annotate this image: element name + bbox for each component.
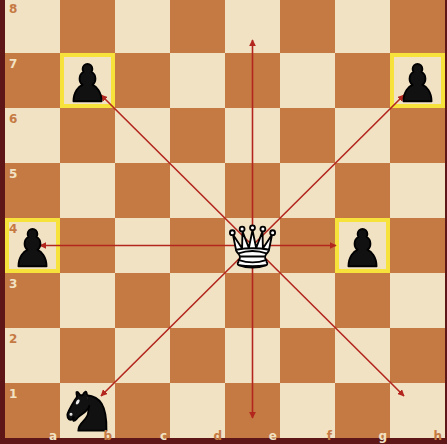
board-square (335, 218, 390, 273)
board-square (5, 0, 60, 53)
queen-detail (238, 251, 266, 267)
board-square (335, 273, 390, 328)
crown-ball (230, 230, 235, 235)
move-arrow (252, 40, 254, 246)
file-label: g (378, 430, 387, 442)
rank-label: 5 (9, 168, 17, 180)
board-square (335, 53, 390, 108)
piece-outline (403, 64, 431, 101)
board-square (170, 108, 225, 163)
move-arrow (40, 245, 253, 247)
white-queen (230, 225, 275, 267)
board-square (115, 53, 170, 108)
board-square (5, 273, 60, 328)
knight-detail (70, 414, 71, 415)
board-square (280, 328, 335, 383)
board-square (280, 108, 335, 163)
rank-label: 8 (9, 3, 17, 15)
board-square (390, 328, 445, 383)
board-square (170, 0, 225, 53)
board-square (60, 163, 115, 218)
board-square (5, 108, 60, 163)
board-square (280, 0, 335, 53)
crown-ball (270, 230, 275, 235)
board-square (170, 328, 225, 383)
board-square (60, 0, 115, 53)
rank-label: 6 (9, 113, 17, 125)
board-square (60, 108, 115, 163)
board-square (280, 53, 335, 108)
file-label: e (269, 430, 277, 442)
file-label: d (213, 430, 222, 442)
piece-outline (67, 392, 89, 421)
board-square (390, 108, 445, 163)
board-square (60, 328, 115, 383)
board-square (335, 163, 390, 218)
rank-label: 7 (9, 58, 17, 70)
board-square (60, 273, 115, 328)
board-square (115, 273, 170, 328)
board-square (390, 0, 445, 53)
rank-label: 1 (9, 388, 17, 400)
file-label: a (49, 430, 57, 442)
move-arrow (253, 246, 405, 397)
move-arrow (252, 246, 254, 419)
file-label: c (160, 430, 167, 442)
board-square (390, 218, 445, 273)
crown-ball (240, 227, 245, 232)
board-square (5, 328, 60, 383)
black-knight (67, 392, 106, 431)
black-pawn (348, 229, 376, 266)
piece-outline (233, 230, 272, 250)
board-square (115, 163, 170, 218)
board-square (5, 163, 60, 218)
board-square (280, 383, 335, 438)
black-pawn (18, 229, 46, 266)
move-arrow (101, 246, 253, 397)
piece-outline (348, 229, 376, 266)
rank-label: 2 (9, 333, 17, 345)
knight-detail (76, 400, 79, 404)
piece-outline (73, 64, 101, 101)
rank-label: 3 (9, 278, 17, 290)
piece-outline (18, 229, 46, 266)
move-arrow (253, 95, 405, 246)
crown-ball (260, 227, 265, 232)
board-square (170, 53, 225, 108)
black-pawn (73, 64, 101, 101)
square-highlight (337, 220, 388, 271)
move-arrow (101, 95, 253, 246)
board-square (390, 163, 445, 218)
file-label: b (103, 430, 112, 442)
file-label: f (327, 430, 332, 442)
board-square (390, 273, 445, 328)
board-square (5, 53, 60, 108)
crown-ball (250, 225, 255, 230)
rank-label: 4 (9, 223, 17, 235)
file-label: h (433, 430, 442, 442)
board-square (115, 0, 170, 53)
black-pawn (403, 64, 431, 101)
board-square (335, 0, 390, 53)
